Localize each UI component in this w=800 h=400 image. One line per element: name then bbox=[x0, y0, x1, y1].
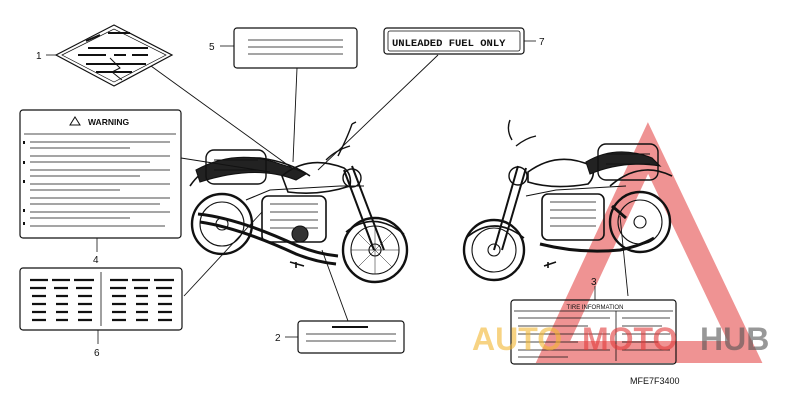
label-4-warning bbox=[19, 109, 182, 239]
label-2-small bbox=[297, 320, 405, 354]
callout-2: 2 bbox=[275, 333, 281, 344]
label-6-two-column bbox=[19, 267, 183, 331]
watermark-hub: HUB bbox=[700, 321, 769, 357]
callout-4: 4 bbox=[93, 255, 99, 266]
label-1-emblem-diamond bbox=[54, 24, 174, 87]
label-5-plain bbox=[233, 27, 358, 69]
callout-5: 5 bbox=[209, 42, 215, 53]
fuel-label-text: UNLEADED FUEL ONLY bbox=[392, 38, 506, 50]
callout-6: 6 bbox=[94, 348, 100, 359]
callout-3: 3 bbox=[591, 277, 597, 288]
label-3-tire-information bbox=[510, 299, 677, 365]
watermark-logo: AUTO MOTO HUB bbox=[472, 321, 769, 357]
leader-3-bike bbox=[619, 215, 629, 297]
watermark-auto: AUTO bbox=[472, 321, 562, 357]
diagram-code: MFE7F3400 bbox=[630, 376, 680, 386]
callout-7: 7 bbox=[539, 37, 545, 48]
motorcycle-left-view bbox=[189, 121, 409, 284]
warning-heading: WARNING bbox=[88, 117, 129, 127]
motorcycle-right-view bbox=[462, 119, 673, 282]
tire-heading: TIRE INFORMATION bbox=[567, 305, 624, 311]
callout-1: 1 bbox=[36, 51, 42, 62]
label-leader-lines-left bbox=[150, 54, 439, 322]
watermark-moto: MOTO bbox=[582, 321, 677, 357]
